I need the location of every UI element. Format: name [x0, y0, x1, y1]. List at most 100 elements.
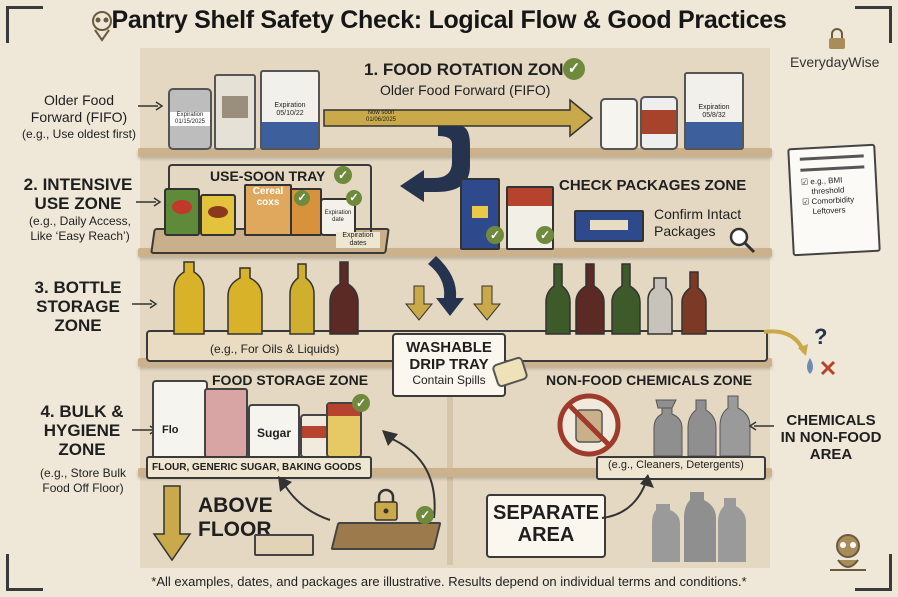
chemicals-right-label: CHEMICALS IN NON-FOOD AREA: [776, 412, 886, 463]
zone1-box: Expiration 05/10/22: [260, 70, 320, 150]
chemicals-pointer-arrow: [748, 421, 774, 431]
separate-flow-arrow: [601, 474, 654, 519]
zone4-title-line1: 4. BULK &: [40, 402, 124, 421]
brand-name: EverydayWise: [790, 54, 880, 70]
zone1-box-text1: Expiration: [274, 102, 306, 109]
chemicals-right-line1: CHEMICALS: [786, 412, 876, 429]
zone2-title-line1: 2. INTENSIVE: [23, 175, 133, 194]
owl-icon: [85, 8, 119, 47]
tray-tag-text2: dates: [349, 240, 367, 247]
above-floor-label: ABOVE FLOOR: [198, 494, 273, 542]
jar-check-icon: ✓: [346, 190, 362, 206]
zone4-note-line1: (e.g., Store Bulk: [39, 466, 127, 480]
pasta-check-icon: ✓: [486, 226, 504, 244]
magnifier-icon: [729, 227, 756, 254]
corner-top-right: [855, 6, 892, 43]
chemical-bottles: [653, 395, 751, 457]
rotation-arrow-label: Now soon 01/06/2025: [356, 110, 406, 124]
food-storage-zone-title: FOOD STORAGE ZONE: [212, 372, 369, 388]
pantry-divider: [447, 360, 453, 565]
no-food-icon: [557, 393, 621, 457]
zone1-pointer-arrow: [138, 101, 164, 111]
zone4-title-line3: ZONE: [58, 440, 106, 459]
chips-bag-green: [164, 188, 200, 236]
chemicals-tray: [596, 456, 766, 480]
corner-bottom-left: [6, 554, 43, 591]
zone1-right-jar: [600, 98, 638, 150]
spill-warning-icon: ?: [763, 324, 836, 376]
expiration-jar-text1: Expiration: [324, 210, 352, 216]
corner-bottom-right: [855, 554, 892, 591]
zone4-note-line2: Food Off Floor): [42, 481, 124, 495]
separate-area-line1: SEPARATE: [493, 502, 599, 524]
check-zone-note-line2: Packages: [654, 223, 716, 239]
drip-tray-line1: WASHABLE: [406, 339, 492, 356]
pallet-check-icon: ✓: [416, 506, 434, 524]
expiration-jar-text2: date: [332, 217, 344, 223]
zone3-title-line3: ZONE: [54, 316, 102, 335]
zone2-title: 2. INTENSIVE USE ZONE: [18, 175, 138, 213]
shelf-2: [138, 248, 772, 257]
cereal-box-text1: Cereal: [252, 186, 284, 197]
above-floor-line2: FLOOR: [198, 518, 272, 541]
owl-icon-bottom: [828, 530, 868, 579]
clipboard-item3: Comorbidity: [811, 194, 855, 207]
zone1-right-box-text2: 05/8/32: [702, 112, 726, 119]
use-soon-check-icon: ✓: [334, 166, 352, 184]
separate-area-line2: AREA: [517, 524, 575, 546]
chips-bag-yellow: [200, 194, 236, 236]
zone3-title-line2: STORAGE: [36, 297, 120, 316]
check-zone-title: CHECK PACKAGES ZONE: [559, 177, 747, 194]
zone1-can-text2: 01/15/2025: [174, 119, 206, 125]
zone4-note: (e.g., Store Bulk Food Off Floor): [24, 466, 142, 496]
bottles-right: [545, 263, 707, 335]
floor-chemical-jugs: [652, 492, 746, 562]
clipboard-item1: e.g., BMI: [810, 175, 843, 187]
rotation-arrow-text2: 01/06/2025: [365, 117, 397, 123]
zone2-note-line2: Like ‘Easy Reach’): [30, 229, 130, 243]
cracker-check-icon: ✓: [536, 226, 554, 244]
chemicals-zone-title: NON-FOOD CHEMICALS ZONE: [546, 372, 753, 388]
zone3-title: 3. BOTTLE STORAGE ZONE: [26, 278, 130, 335]
lock-icon: [828, 28, 846, 55]
zone3-pointer-arrow: [132, 299, 158, 309]
above-floor-line1: ABOVE: [198, 494, 273, 517]
zone2-title-line2: USE ZONE: [34, 194, 122, 213]
drip-tray-line3: Contain Spills: [412, 373, 486, 387]
zone1-left-label-line2: Forward (FIFO): [30, 109, 128, 125]
cereal-check-icon: ✓: [294, 190, 310, 206]
small-pallet: [254, 534, 314, 556]
zone1-subtitle: Older Food Forward (FIFO): [380, 82, 551, 98]
bottle-flow-arrows: [404, 256, 502, 321]
zone1-title: 1. FOOD ROTATION ZONE: [364, 60, 575, 79]
svg-text:?: ?: [814, 324, 827, 349]
footer-disclaimer: *All examples, dates, and packages are i…: [151, 574, 747, 589]
zone1-right-box-text1: Expiration: [698, 104, 730, 111]
rotation-arrow-text1: Now soon: [367, 110, 395, 116]
zone1-carton: [214, 74, 256, 150]
zone2-note-line1: (e.g., Daily Access,: [28, 214, 132, 228]
zone1-right-box: Expiration 05/8/32: [684, 72, 744, 150]
flour-shelf-tag: FLOUR, GENERIC SUGAR, BAKING GOODS: [146, 456, 372, 479]
bottle-tray-note: (e.g., For Oils & Liquids): [210, 342, 340, 356]
large-pallet: [330, 522, 442, 550]
zone1-left-label-line1: Older Food: [43, 92, 115, 108]
flour-bag-text: Flo: [162, 424, 179, 436]
zone1-right-can: [640, 96, 678, 150]
zone2-pointer-arrow: [136, 197, 162, 207]
drip-tray-line2: DRIP TRAY: [409, 356, 489, 373]
cereal-box: Cereal coxs: [244, 184, 292, 236]
clipboard: ☑ e.g., BMI threshold ☑ Comorbidity Left…: [787, 143, 881, 257]
zone1-check-icon: ✓: [563, 58, 585, 80]
cereal-box-text2: coxs: [256, 197, 280, 208]
sugar-bag: Sugar: [248, 404, 300, 460]
pallet-flow-arrows: [278, 430, 436, 521]
tray-tag: Expiration dates: [336, 232, 380, 248]
use-soon-tray-label: USE-SOON TRAY: [210, 168, 326, 184]
check-zone-note: Confirm Intact Packages: [654, 206, 741, 240]
check-zone-note-line1: Confirm Intact: [654, 206, 742, 222]
chemicals-note: (e.g., Cleaners, Detergents): [608, 459, 744, 471]
zone1-left-note: (e.g., Use oldest first): [21, 127, 137, 141]
zone4-title: 4. BULK & HYGIENE ZONE: [28, 402, 136, 459]
separate-area-label: SEPARATE AREA: [486, 494, 606, 558]
